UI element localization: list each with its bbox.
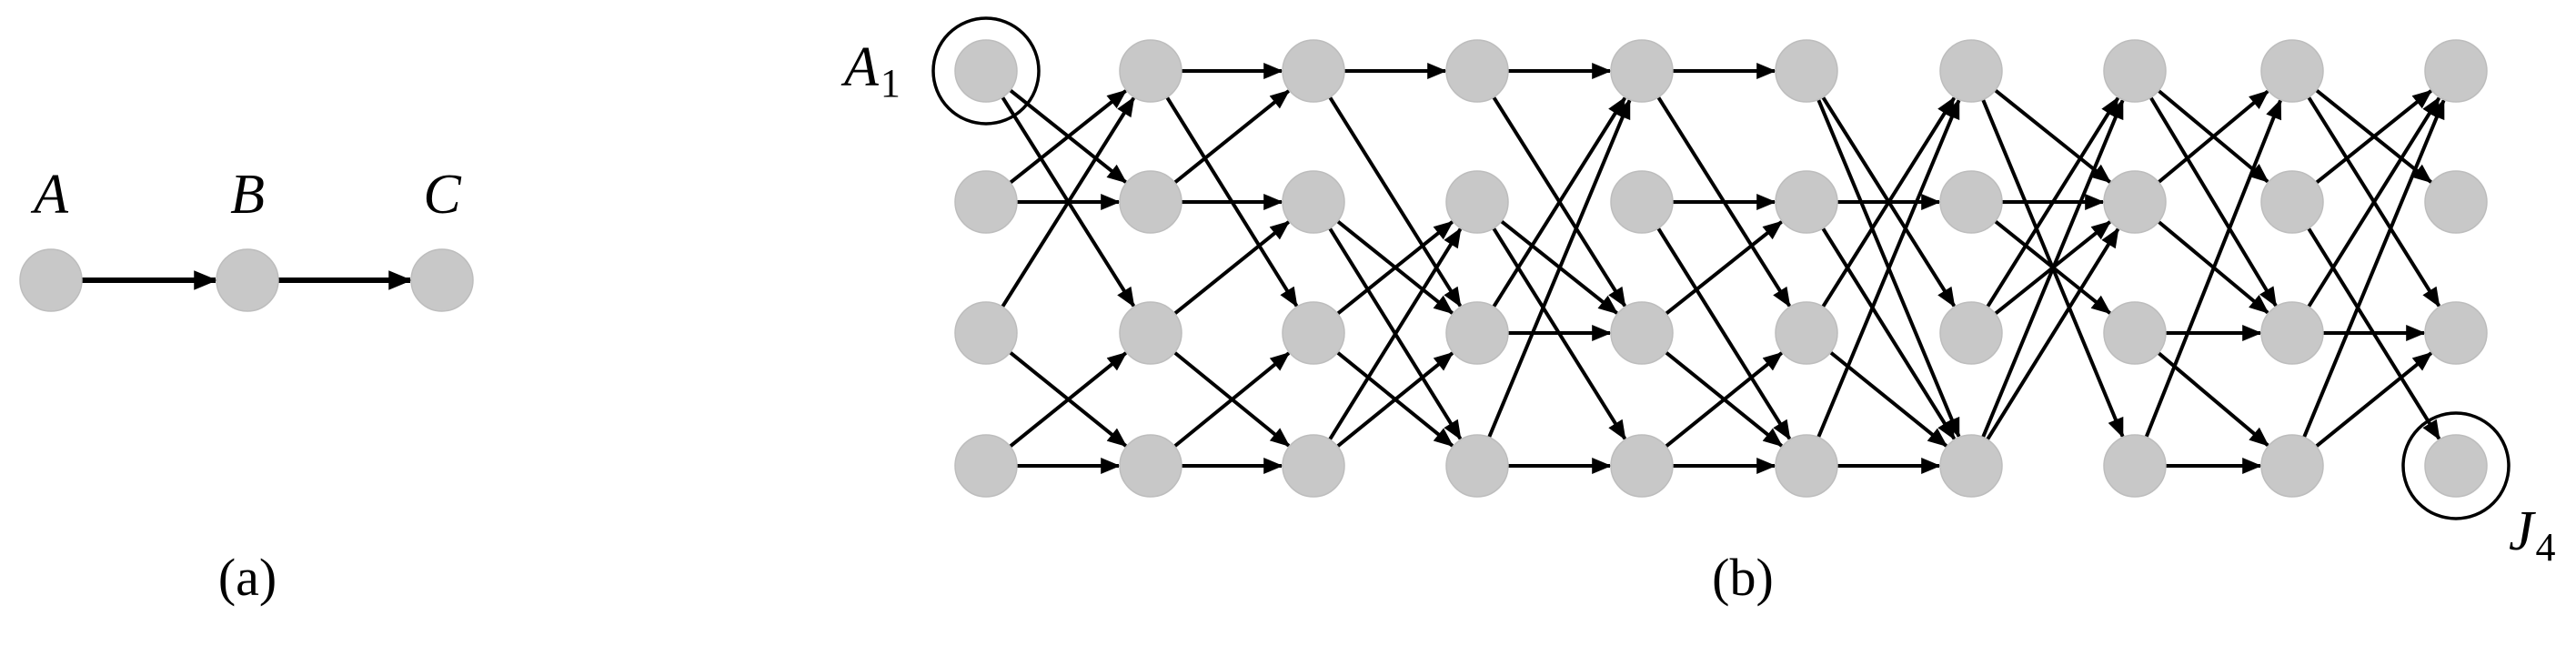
- edge-h3-i4: [2157, 351, 2269, 447]
- node-b2: [1119, 170, 1182, 234]
- edge-d4-e1: [1487, 98, 1632, 439]
- panel-b-layered-network: A1 J4 (b): [840, 16, 2556, 607]
- edge-a4-b3: [1009, 351, 1128, 449]
- node-c: [410, 248, 474, 312]
- node-f2: [1775, 170, 1838, 234]
- edge-g1-h2: [1994, 88, 2112, 184]
- caption-b: (b): [1712, 548, 1774, 607]
- edge-b4-c3: [1173, 351, 1291, 449]
- node-f1: [1775, 39, 1838, 103]
- node-label-a: A: [30, 164, 69, 226]
- node-d4: [1445, 434, 1509, 498]
- edge-c4-d2: [1328, 227, 1463, 441]
- node-d3: [1445, 301, 1509, 365]
- node-b3: [1119, 301, 1182, 365]
- edge-e3-f2: [1665, 220, 1784, 316]
- node-c4: [1282, 434, 1345, 498]
- node-g3: [1939, 301, 2003, 365]
- node-h3: [2103, 301, 2167, 365]
- end-node-label: J4: [2509, 500, 2556, 570]
- node-h4: [2103, 434, 2167, 498]
- start-node-label: A1: [840, 36, 901, 106]
- edge-i2-j1: [2315, 89, 2433, 185]
- edge-f2-g4: [1821, 227, 1957, 440]
- caption-a: (a): [218, 548, 277, 607]
- edge-a3-b1: [1001, 96, 1136, 308]
- edge-f3-g4: [1829, 350, 1948, 448]
- node-h1: [2103, 39, 2167, 103]
- panel-a-chain-graph: A B C (a): [19, 164, 474, 607]
- node-a4: [954, 434, 1018, 498]
- node-a2: [954, 170, 1018, 234]
- edge-h4-i1: [2144, 98, 2282, 439]
- edge-c4-d3: [1336, 351, 1454, 449]
- edge-b3-c2: [1173, 220, 1291, 316]
- node-i4: [2260, 434, 2324, 498]
- start-node-ring: [931, 16, 1041, 126]
- edge-g4-h2: [1986, 227, 2120, 441]
- edge-d3-e1: [1492, 96, 1627, 308]
- edge-h2-i1: [2157, 89, 2269, 184]
- node-j2: [2424, 170, 2488, 234]
- edge-b2-c1: [1173, 89, 1291, 185]
- node-b: [216, 248, 279, 312]
- node-c3: [1282, 301, 1345, 365]
- panel-a-nodes: [19, 248, 474, 312]
- node-j4: [2424, 434, 2488, 498]
- edge-f3-g1: [1821, 96, 1957, 308]
- node-d1: [1445, 39, 1509, 103]
- node-i2: [2260, 170, 2324, 234]
- node-h2: [2103, 170, 2167, 234]
- edge-i4-j3: [2315, 351, 2433, 449]
- edge-f4-g1: [1816, 98, 1961, 439]
- edge-e4-f3: [1665, 351, 1784, 449]
- node-a3: [954, 301, 1018, 365]
- node-e3: [1610, 301, 1674, 365]
- node-g1: [1939, 39, 2003, 103]
- node-j3: [2424, 301, 2488, 365]
- node-f4: [1775, 434, 1838, 498]
- end-node-ring: [2401, 411, 2511, 520]
- node-b1: [1119, 39, 1182, 103]
- edge-g3-h1: [1986, 96, 2120, 308]
- edge-e2-f4: [1656, 227, 1792, 440]
- edge-i4-j1: [2302, 98, 2446, 439]
- node-c1: [1282, 39, 1345, 103]
- node-j1: [2424, 39, 2488, 103]
- node-f3: [1775, 301, 1838, 365]
- edge-c1-d3: [1328, 96, 1463, 308]
- edge-c3-d2: [1336, 220, 1454, 316]
- node-a: [19, 248, 83, 312]
- panel-b-edges: [1001, 63, 2446, 474]
- panel-b-nodes: [954, 39, 2488, 498]
- node-a1: [954, 39, 1018, 103]
- edge-a2-b1: [1009, 89, 1128, 185]
- node-e1: [1610, 39, 1674, 103]
- edge-g4-h1: [1981, 98, 2125, 439]
- node-i3: [2260, 301, 2324, 365]
- node-label-b: B: [230, 164, 265, 226]
- node-g4: [1939, 434, 2003, 498]
- node-e2: [1610, 170, 1674, 234]
- node-d2: [1445, 170, 1509, 234]
- node-label-c: C: [423, 164, 461, 226]
- node-e4: [1610, 434, 1674, 498]
- node-i1: [2260, 39, 2324, 103]
- node-c2: [1282, 170, 1345, 234]
- edge-i3-j1: [2307, 96, 2441, 308]
- node-b4: [1119, 434, 1182, 498]
- node-g2: [1939, 170, 2003, 234]
- edge-h1-i3: [2148, 96, 2278, 308]
